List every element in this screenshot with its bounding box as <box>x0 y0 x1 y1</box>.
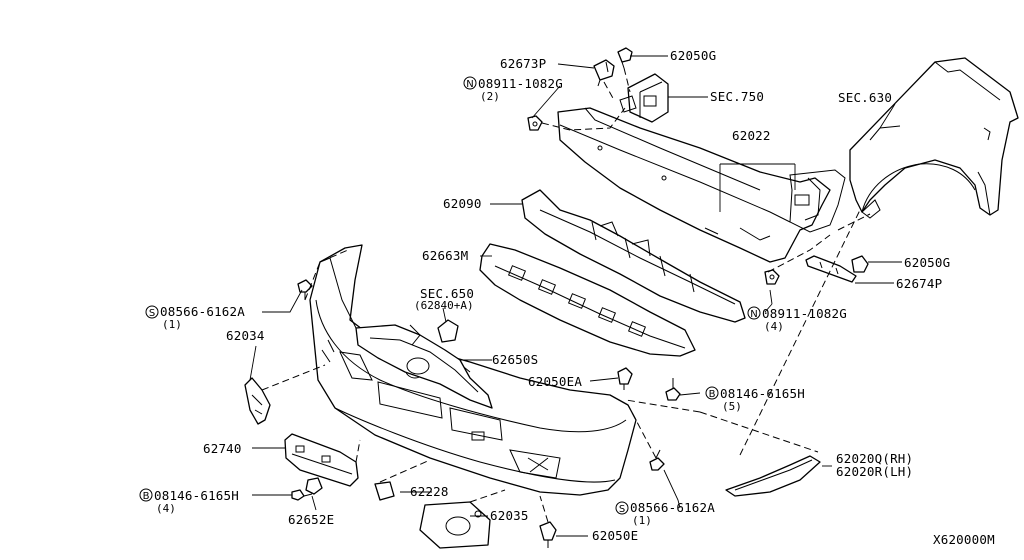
nut-top <box>527 115 543 131</box>
clip-62050G-right <box>851 255 869 273</box>
label-62050EA: 62050EA <box>528 374 582 389</box>
label-62228: 62228 <box>410 484 449 499</box>
screw-symbol-right: S <box>615 501 629 515</box>
svg-text:N: N <box>466 79 473 90</box>
label-62034: 62034 <box>226 328 265 343</box>
clip-62050E <box>539 521 557 548</box>
label-bolt-low-code: 08146-6165H <box>154 488 239 503</box>
label-sec750: SEC.750 <box>710 89 764 104</box>
diagram-id: X620000M <box>933 532 995 547</box>
sec650-part <box>409 319 459 346</box>
label-62022: 62022 <box>732 128 771 143</box>
bracket-62674P <box>805 255 857 283</box>
svg-text:S: S <box>619 504 625 515</box>
svg-text:S: S <box>149 308 155 319</box>
nut-symbol-right: N <box>747 306 761 320</box>
bracket-62740 <box>284 433 359 487</box>
label-sec650-sub: (62840+A) <box>414 299 474 312</box>
label-bolt-mid-code: 08146-6165H <box>720 386 805 401</box>
label-62020Q: 62020Q(RH) <box>836 451 913 466</box>
clip-62050EA <box>617 367 633 390</box>
label-62035: 62035 <box>490 508 529 523</box>
clip-62652E <box>305 477 323 495</box>
dashed-assembly-lines <box>261 67 871 523</box>
label-bolt-top-code: 08911-1082G <box>478 76 563 91</box>
label-bolt-low-qty: (4) <box>156 502 176 515</box>
label-62673P: 62673P <box>500 56 546 71</box>
fog-cover-62035 <box>419 501 491 549</box>
leader-lines <box>249 55 902 537</box>
label-screw-right-code: 08566-6162A <box>630 500 715 515</box>
label-screw-left-code: 08566-6162A <box>160 304 245 319</box>
bolt-low <box>291 489 313 501</box>
label-62674P: 62674P <box>896 276 942 291</box>
svg-text:B: B <box>143 491 150 502</box>
fender-shape <box>849 57 1019 219</box>
bracket-62034 <box>244 377 271 425</box>
bolt-symbol-low: B <box>139 488 153 502</box>
label-62050E: 62050E <box>592 528 638 543</box>
label-62663M: 62663M <box>422 248 468 263</box>
label-62652E: 62652E <box>288 512 334 527</box>
label-bolt-right-qty: (4) <box>764 320 784 333</box>
screw-right <box>649 449 665 471</box>
label-62020R: 62020R(LH) <box>836 464 913 479</box>
label-bolt-right-code: 08911-1082G <box>762 306 847 321</box>
bolt-mid <box>665 378 681 401</box>
nut-right <box>764 269 780 285</box>
label-sec630: SEC.630 <box>838 90 892 105</box>
grille-62650S <box>355 324 493 409</box>
svg-text:N: N <box>750 309 757 320</box>
label-bolt-mid-qty: (5) <box>722 400 742 413</box>
label-bolt-top-qty: (2) <box>480 90 500 103</box>
bolt-symbol-mid: B <box>705 386 719 400</box>
nut-symbol-top: N <box>463 76 477 90</box>
label-screw-left-qty: (1) <box>162 318 182 331</box>
label-62050G-top: 62050G <box>670 48 716 63</box>
absorber-62090 <box>521 189 746 323</box>
label-62650S: 62650S <box>492 352 538 367</box>
label-62740: 62740 <box>203 441 242 456</box>
label-sec650: SEC.650 <box>420 286 474 301</box>
reinforcement-beam <box>557 107 846 263</box>
absorber-62663M <box>479 243 696 357</box>
screw-left <box>297 279 313 300</box>
label-screw-right-qty: (1) <box>632 514 652 527</box>
clip-62673P <box>593 59 615 87</box>
label-62050G-right: 62050G <box>904 255 950 270</box>
clip-62050G-top <box>617 47 633 69</box>
label-62090: 62090 <box>443 196 482 211</box>
svg-text:B: B <box>709 389 716 400</box>
sec750-bracket <box>619 73 669 123</box>
bumper-fascia <box>309 244 637 496</box>
screw-symbol-left: S <box>145 305 159 319</box>
cap-62228 <box>374 481 395 501</box>
molding-62020 <box>725 455 821 497</box>
